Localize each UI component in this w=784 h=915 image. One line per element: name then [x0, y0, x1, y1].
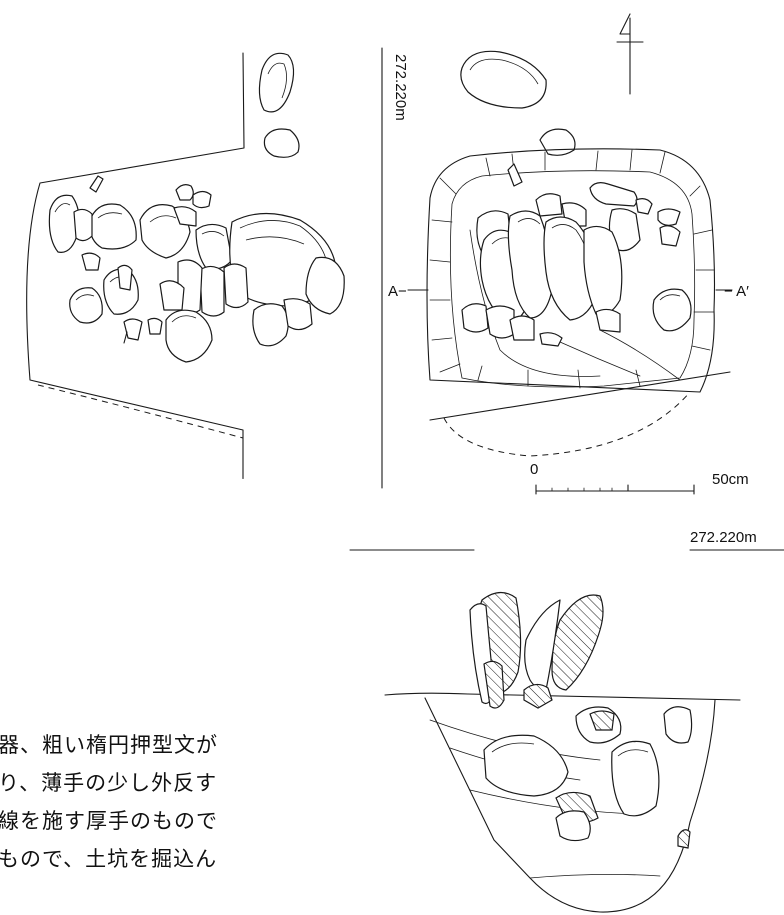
section-label-a-prime: − A′: [724, 283, 749, 300]
stone: [483, 734, 569, 797]
body-text-line: 線を施す厚手のもので: [0, 809, 218, 833]
stone: [252, 303, 289, 347]
left-feature-bottom-dashed: [37, 384, 244, 439]
stone: [283, 298, 313, 331]
stone: [165, 309, 213, 363]
stone: [589, 182, 638, 207]
stone: [583, 225, 623, 316]
left-feature-plan: [26, 52, 345, 480]
body-text-line: 器、粗い楕円押型文が: [0, 733, 218, 757]
right-pit-plan: A− − A′: [388, 13, 749, 457]
body-text-line: もので、土坑を掘込ん: [0, 847, 217, 871]
stone: [663, 706, 693, 744]
stone: [539, 128, 576, 156]
stone: [263, 128, 300, 158]
stone: [195, 223, 233, 270]
section-label-a: A−: [388, 283, 407, 300]
elevation-section-label: 272.220m: [690, 529, 757, 546]
body-text: 器、粗い楕円押型文が り、薄手の少し外反す 線を施す厚手のもので もので、土坑を…: [0, 733, 218, 871]
pit-inner-outline: [449, 170, 696, 388]
stone: [507, 210, 553, 319]
stone: [555, 810, 591, 842]
north-arrow-icon: [616, 13, 644, 95]
stone-section-hatched: [523, 683, 553, 709]
pit-bottom-dashed: [443, 391, 691, 457]
pit-outline: [426, 148, 716, 393]
scale-fifty-label: 50cm: [712, 471, 749, 488]
stone: [258, 52, 295, 113]
stone: [147, 317, 163, 335]
stone: [223, 263, 249, 309]
pit-section-outline: [424, 697, 716, 913]
stone: [652, 288, 692, 332]
stone: [89, 203, 137, 250]
scale-bar: 0 50cm: [530, 461, 749, 495]
stone: [535, 193, 563, 217]
ground-surface-line: [384, 692, 741, 701]
pit-baseline: [429, 371, 731, 421]
stone: [159, 280, 185, 311]
slope-hachures: [429, 149, 715, 389]
stone: [305, 256, 345, 315]
stone-section-hatched: [551, 594, 604, 691]
left-feature-outline: [26, 52, 245, 479]
stone: [199, 265, 225, 317]
stone: [69, 287, 103, 324]
stone: [595, 308, 621, 333]
stone-section-hatched: [677, 829, 691, 849]
body-text-line: り、薄手の少し外反す: [0, 771, 217, 795]
scale-zero-label: 0: [530, 461, 538, 478]
stone: [460, 50, 547, 109]
elevation-top-label: 272.220m: [392, 54, 409, 121]
stone-section-hatched: [483, 660, 505, 709]
stone: [611, 740, 660, 817]
stone-section-hatched: [589, 710, 615, 731]
section-profile: [384, 591, 741, 913]
